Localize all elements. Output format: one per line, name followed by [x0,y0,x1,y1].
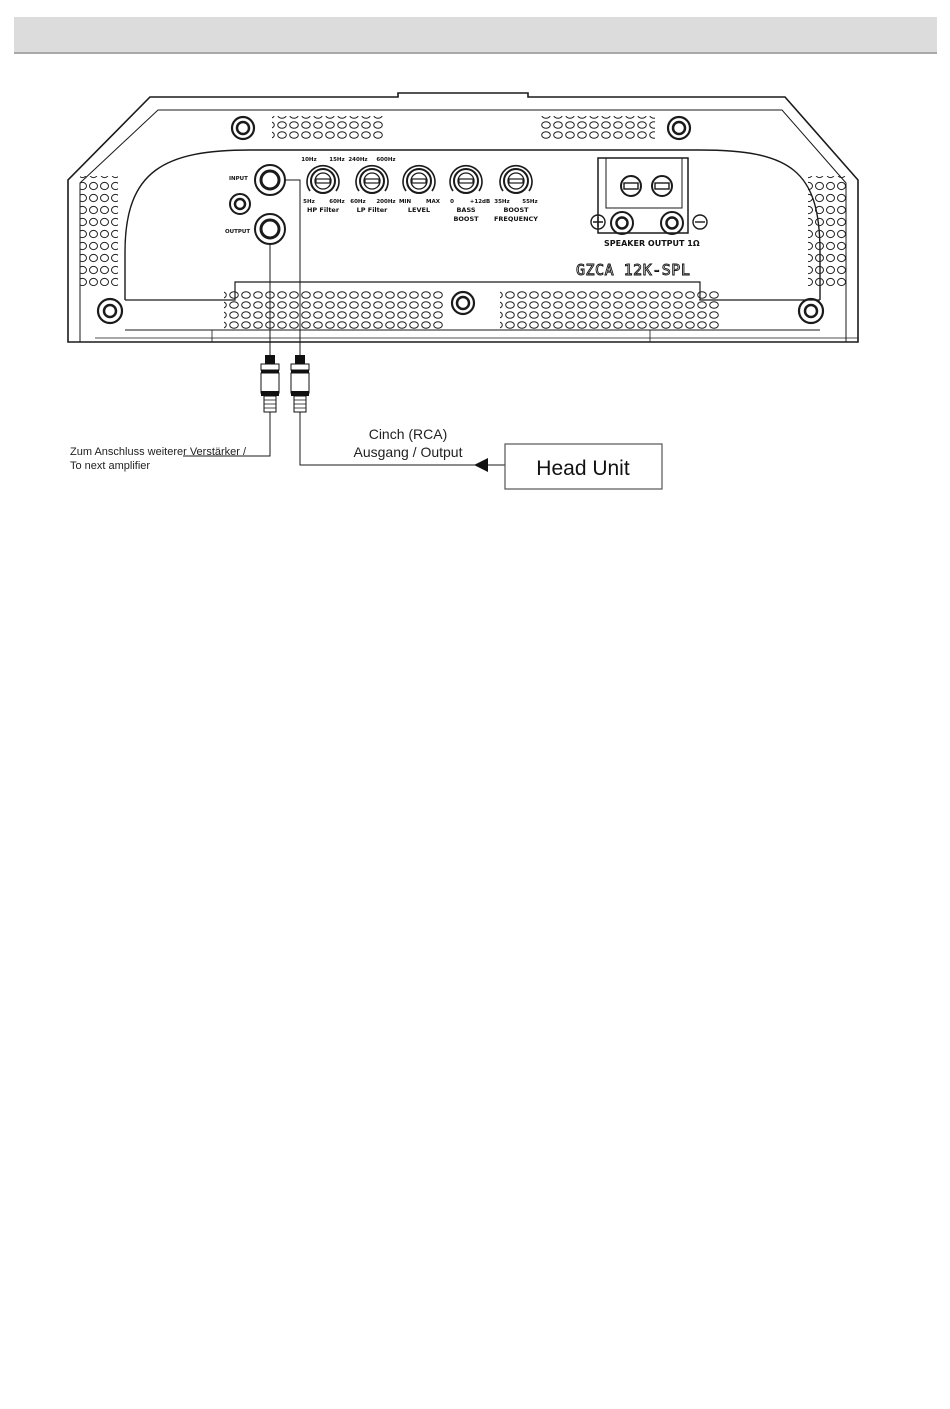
speaker-output-label: SPEAKER OUTPUT 1Ω [604,239,700,248]
knob-1-bottom_right: 60Hz [329,199,344,205]
knob-2-top_left: 240Hz [348,157,367,163]
knob-3-bottom_right: MAX [426,199,441,205]
knob-4-name_line1: BASS [456,206,475,214]
knob-5-name_line1: BOOST [503,206,529,214]
knob-2-name_line1: LP Filter [357,206,389,214]
knob-4-bottom_left: 0 [450,199,454,205]
next-amp-note-line2: To next amplifier [70,460,150,472]
head-unit-box: Head Unit [505,444,662,489]
rca-plug-output [261,355,279,412]
head-unit-label: Head Unit [536,457,630,480]
knob-5-name_line2: FREQUENCY [494,215,538,223]
knob-3-name_line1: LEVEL [408,206,430,214]
speaker-output-jacks [611,212,683,234]
minus-icon [693,215,707,229]
knob-5-bottom_left: 35Hz [494,199,509,205]
knob-1-top_right: 15Hz [329,157,344,163]
input-rca-jack [255,165,285,195]
cinch-label-line1: Cinch (RCA) [369,426,448,442]
arrow-icon [474,458,488,472]
knob-1-bottom_left: 5Hz [303,199,315,205]
output-rca-jack [255,214,285,244]
plus-icon [591,215,605,229]
remote-jack [230,194,250,214]
model-name: GZCA 12K-SPL [576,261,690,279]
knob-5-bottom_right: 55Hz [522,199,537,205]
knob-3-bottom_left: MIN [399,199,412,205]
knob-2-bottom_left: 60Hz [350,199,365,205]
input-label: INPUT [229,176,248,182]
knob-4-name_line2: BOOST [453,215,479,223]
knob-2-bottom_right: 200Hz [376,199,395,205]
knob-1-top_left: 10Hz [301,157,316,163]
knob-1-name_line1: HP Filter [307,206,340,214]
knob-2-top_right: 600Hz [376,157,395,163]
knob-4-bottom_right: +12dB [470,199,490,205]
output-label: OUTPUT [225,229,250,235]
rca-plug-input [291,355,309,412]
cinch-label-line2: Ausgang / Output [354,444,463,460]
next-amp-note-line1: Zum Anschluss weiterer Verstärker / [70,446,247,458]
